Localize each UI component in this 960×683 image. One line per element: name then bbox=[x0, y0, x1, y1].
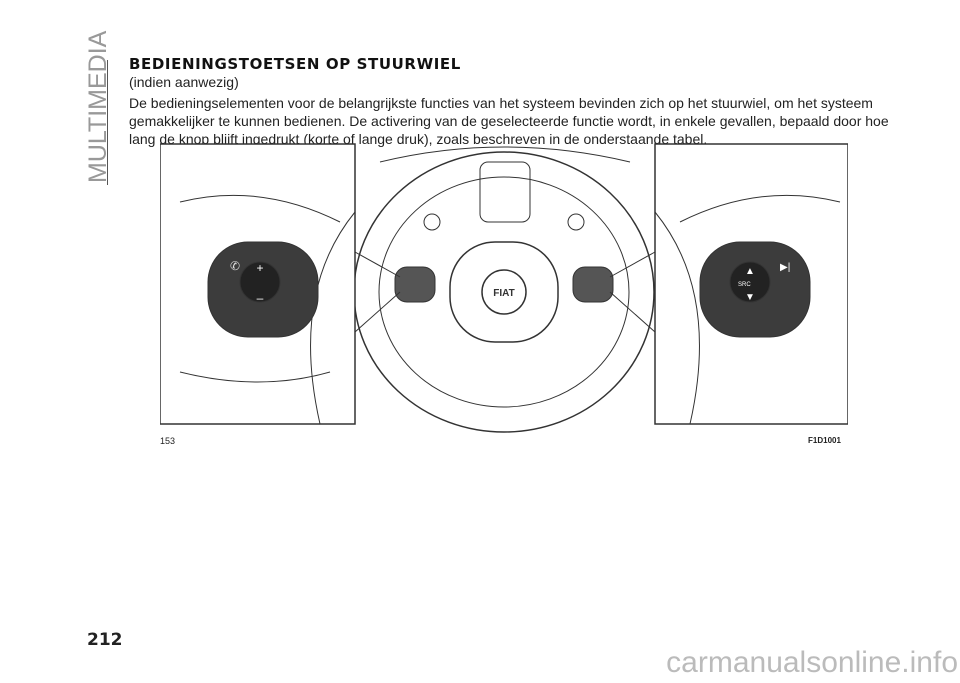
figure-number: 153 bbox=[160, 436, 176, 446]
svg-text:+: + bbox=[256, 261, 263, 275]
subtitle: (indien aanwezig) bbox=[129, 74, 239, 90]
svg-text:SRC: SRC bbox=[738, 282, 751, 288]
page-title: BEDIENINGSTOETSEN OP STUURWIEL bbox=[129, 55, 461, 73]
section-label: MULTIMEDIA bbox=[84, 30, 112, 183]
svg-text:▼: ▼ bbox=[745, 292, 755, 303]
svg-text:–: – bbox=[257, 291, 264, 305]
steering-wheel-illustration: FIAT + – ✆ ▲ ▼ SRC ▶| bbox=[160, 143, 848, 433]
figure-code: F1D1001 bbox=[808, 436, 841, 445]
section-divider bbox=[107, 60, 108, 185]
page-number: 212 bbox=[87, 630, 123, 650]
svg-text:✆: ✆ bbox=[230, 259, 240, 273]
svg-text:FIAT: FIAT bbox=[493, 288, 514, 299]
svg-text:▶|: ▶| bbox=[780, 262, 790, 273]
svg-text:▲: ▲ bbox=[745, 266, 755, 277]
body-text: De bedieningselementen voor de belangrij… bbox=[129, 95, 889, 147]
fiat-logo bbox=[481, 269, 527, 315]
watermark[interactable]: carmanualsonline.info bbox=[666, 646, 958, 679]
